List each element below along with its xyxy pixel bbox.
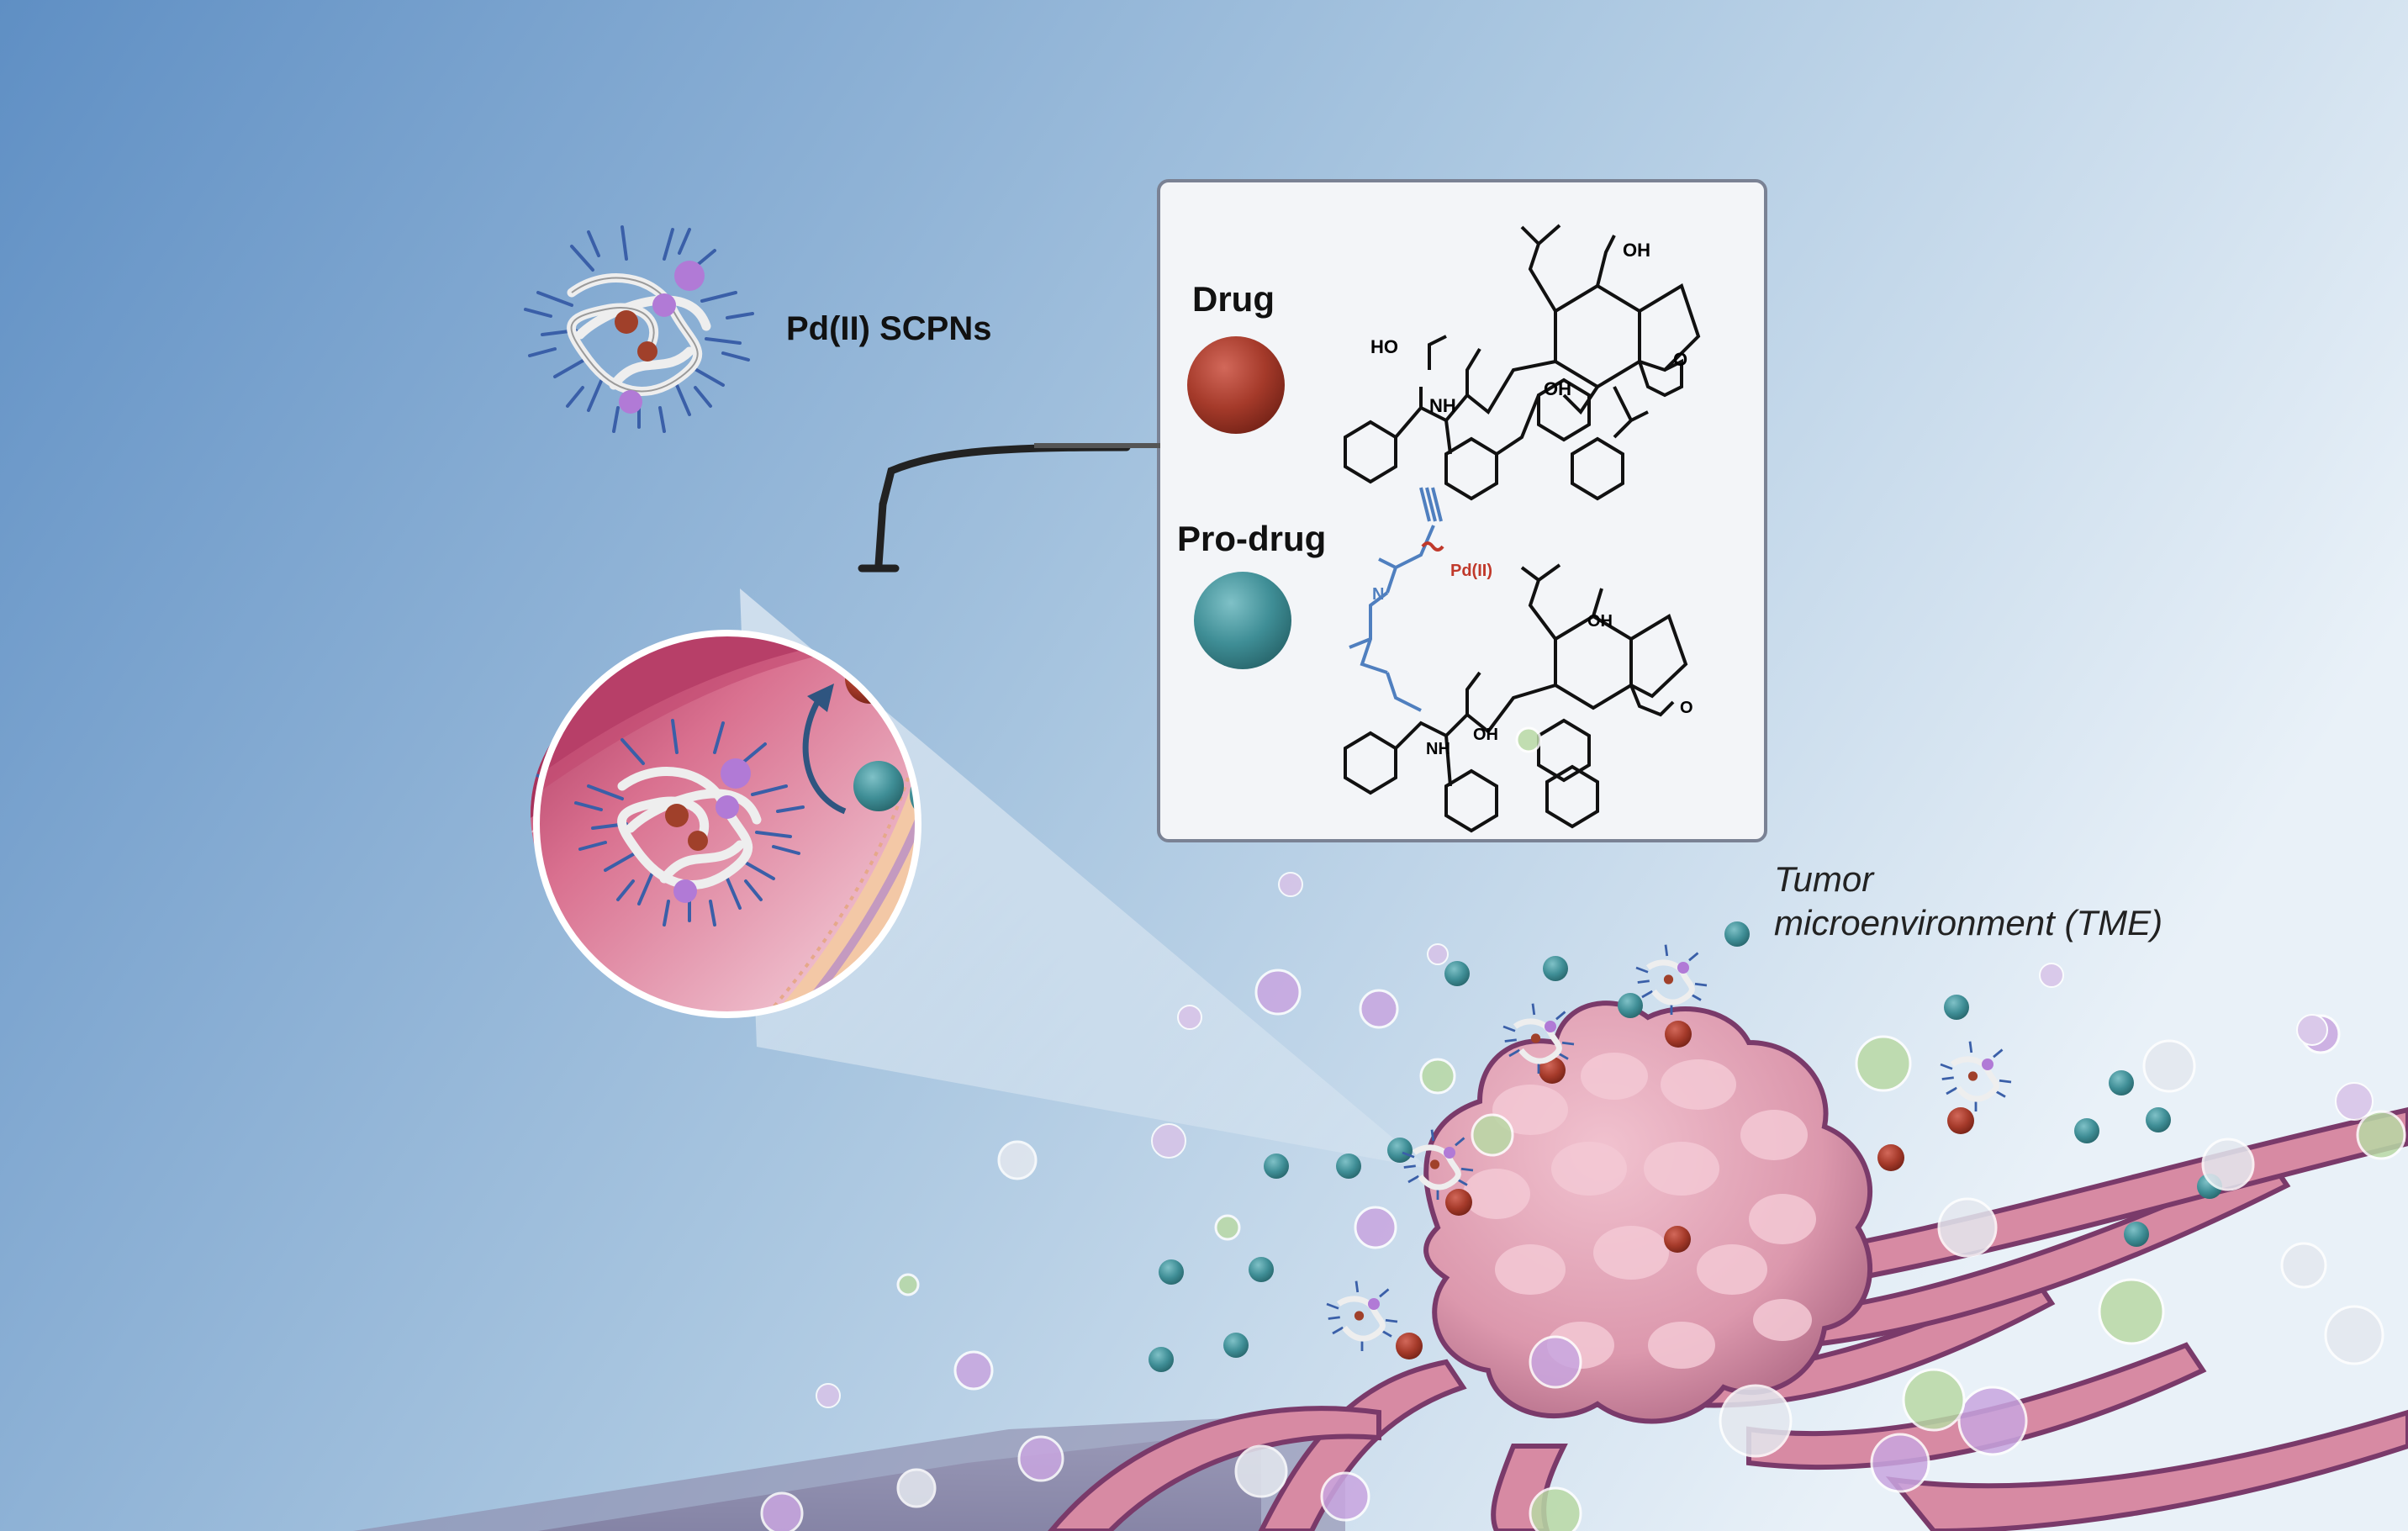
tme-nanoparticles — [1326, 944, 2012, 1352]
tme-prodrug-spheres — [1149, 921, 2222, 1372]
pd-cleavage-mark — [1421, 541, 1444, 552]
chemistry-panel: Drug Pro-drug OH HO OH NH O — [1157, 179, 1767, 842]
drug-label: Drug — [1192, 279, 1275, 319]
drug-structure — [1344, 224, 1701, 501]
tme-label-line1: Tumor — [1774, 859, 1875, 899]
prodrug-nh: NH — [1426, 740, 1450, 758]
prodrug-sphere — [1194, 572, 1291, 669]
drug-o-ring: O — [1673, 349, 1687, 370]
drug-sphere — [1187, 336, 1285, 434]
prodrug-oh-bottom: OH — [1473, 726, 1498, 744]
prodrug-label: Pro-drug — [1177, 519, 1326, 558]
prodrug-structure — [1344, 563, 1688, 833]
drug-oh-bottom: OH — [1544, 378, 1571, 399]
scpn-nanoparticle — [524, 225, 754, 433]
drug-ho-left: HO — [1370, 336, 1398, 357]
prodrug-o-ring: O — [1680, 699, 1693, 717]
tme-label-line2: microenvironment (TME) — [1774, 903, 2162, 942]
connector-stem — [874, 500, 887, 569]
tme-cells — [760, 726, 2406, 1531]
pd-label: Pd(II) — [1450, 562, 1492, 580]
tumor-lobes — [1463, 1053, 1816, 1369]
prodrug-n-label: N — [1372, 585, 1384, 604]
zoom-cone — [740, 589, 1429, 1169]
tumor-drug-spheres — [1396, 1021, 1974, 1359]
drug-oh-top: OH — [1623, 240, 1650, 261]
drug-nh: NH — [1429, 395, 1456, 416]
scpn-label: Pd(II) SCPNs — [786, 310, 991, 347]
prodrug-oh-top: OH — [1587, 612, 1613, 631]
prodrug-linker — [1349, 487, 1443, 712]
